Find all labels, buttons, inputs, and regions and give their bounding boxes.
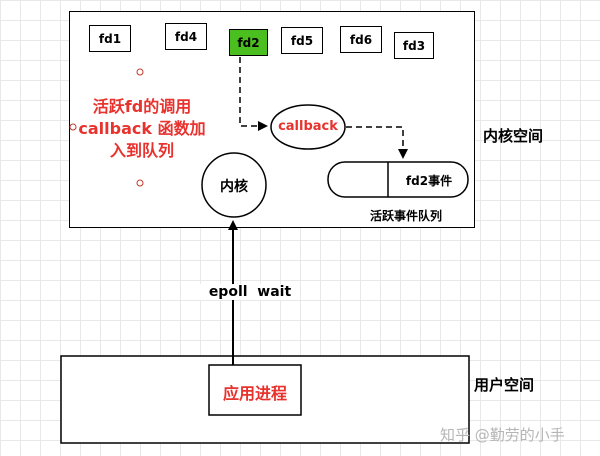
fd6-box: fd6 [340, 26, 382, 53]
callback-note-line: callback 函数加 [78, 119, 206, 138]
callback-note-line: 入到队列 [109, 141, 174, 160]
app-process-label: 应用进程 [222, 384, 287, 403]
fd2-box: fd2 [229, 29, 268, 56]
callback-note: 活跃fd的调用 callback 函数加 入到队列 [72, 96, 212, 162]
fd4-box: fd4 [165, 23, 207, 50]
fd5-box: fd5 [281, 27, 323, 54]
user-space-label: 用户空间 [474, 376, 535, 394]
callback-label: callback [278, 119, 338, 134]
epoll-wait-label: epoll wait [200, 284, 300, 300]
fd1-box: fd1 [89, 25, 131, 52]
queue-item-label: fd2事件 [405, 174, 453, 188]
kernel-space-label: 内核空间 [483, 127, 544, 145]
watermark-text: 知乎 @勤劳的小手 [440, 426, 565, 444]
callback-note-line: 活跃fd的调用 [92, 97, 192, 116]
fd3-box: fd3 [394, 32, 434, 59]
queue-label: 活跃事件队列 [370, 209, 443, 223]
kernel-node-label: 内核 [220, 179, 248, 195]
